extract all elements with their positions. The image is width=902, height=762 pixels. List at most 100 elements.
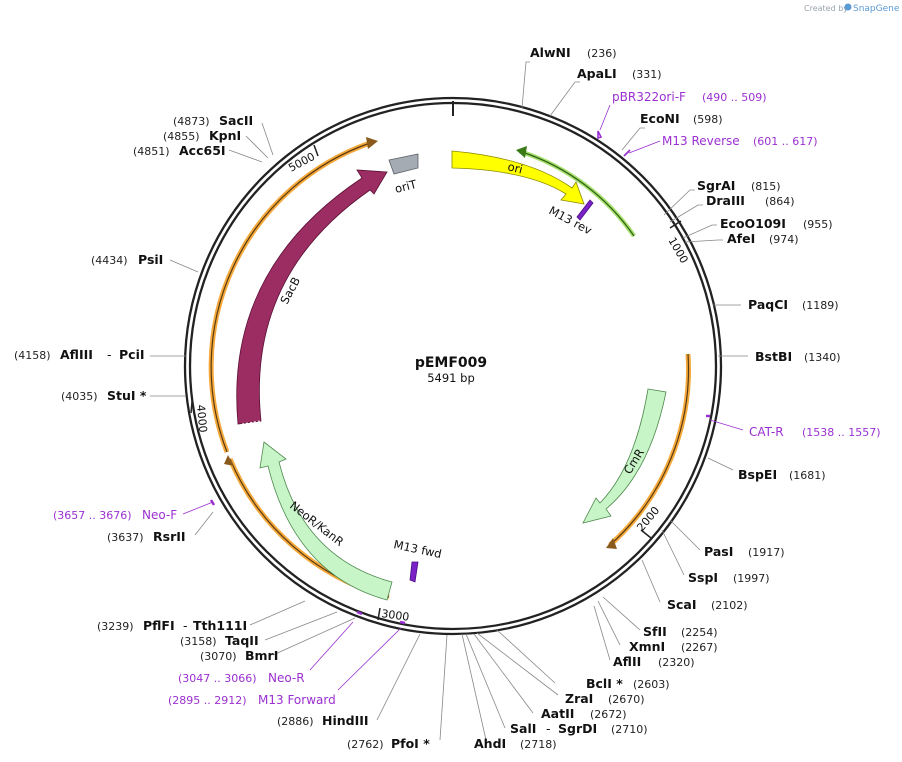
m13rev-feature[interactable] xyxy=(576,199,594,221)
site-pflfi-tth111i[interactable]: (3239) PflFI - Tth111I xyxy=(97,618,247,633)
svg-text:(4851): (4851) xyxy=(133,145,170,158)
svg-text:BmrI: BmrI xyxy=(245,648,278,663)
site-bmri[interactable]: (3070) BmrI xyxy=(200,648,278,663)
primer-pbr322ori-f[interactable]: pBR322ori-F (490 .. 509) xyxy=(612,90,767,104)
primer-cat-r[interactable]: CAT-R (1538 .. 1557) xyxy=(749,425,881,439)
primer-m13-forward[interactable]: (2895 .. 2912) M13 Forward xyxy=(168,693,336,707)
site-sfii[interactable]: SfII (2254) xyxy=(643,624,718,639)
svg-text:AflII: AflII xyxy=(613,654,641,669)
site-ahdi[interactable]: AhdI (2718) xyxy=(474,736,557,751)
svg-text:(4434): (4434) xyxy=(91,254,128,267)
svg-text:4000: 4000 xyxy=(194,404,209,433)
primer-m13reverse-marker xyxy=(623,149,631,157)
svg-text:(3070): (3070) xyxy=(200,650,237,663)
primer-m13-reverse[interactable]: M13 Reverse (601 .. 617) xyxy=(662,134,818,148)
site-pfoi[interactable]: (2762) PfoI * xyxy=(347,736,430,751)
primer-neo-f[interactable]: (3657 .. 3676) Neo-F xyxy=(53,508,177,522)
primer-leader-lines xyxy=(182,104,744,691)
svg-text:PflFI: PflFI xyxy=(143,618,175,633)
svg-text:SgrAI: SgrAI xyxy=(697,178,735,193)
orit-feature[interactable] xyxy=(388,153,419,175)
sacb-feature[interactable] xyxy=(236,169,388,425)
svg-text:(3158): (3158) xyxy=(180,635,217,648)
site-sgrai[interactable]: SgrAI (815) xyxy=(697,178,781,193)
plasmid-name: pEMF009 xyxy=(415,355,487,371)
svg-text:(3239): (3239) xyxy=(97,620,134,633)
site-stui[interactable]: (4035) StuI * xyxy=(61,388,147,403)
svg-text:pBR322ori-F: pBR322ori-F xyxy=(612,90,686,104)
site-sacii[interactable]: (4873) SacII xyxy=(173,113,253,128)
site-alwni[interactable]: AlwNI (236) xyxy=(530,45,617,60)
m13fwd-feature[interactable] xyxy=(409,561,419,583)
m13fwd-label: M13 fwd xyxy=(392,537,443,561)
svg-text:ApaLI: ApaLI xyxy=(577,66,617,81)
svg-text:CAT-R: CAT-R xyxy=(749,425,784,439)
svg-text:(2603): (2603) xyxy=(633,678,670,691)
site-afliii-2320[interactable]: AflII (2320) xyxy=(613,654,695,669)
svg-text:Tth111I: Tth111I xyxy=(193,618,247,633)
site-bspei[interactable]: BspEI (1681) xyxy=(738,467,826,482)
ori-outer-arrow-icon xyxy=(516,146,527,158)
ori-feature[interactable] xyxy=(451,150,585,205)
svg-text:(2670): (2670) xyxy=(608,693,645,706)
svg-text:PaqCI: PaqCI xyxy=(748,297,788,312)
site-sali-sgrdi[interactable]: SalI - SgrDI (2710) xyxy=(510,721,648,736)
site-taqii[interactable]: (3158) TaqII xyxy=(180,633,259,648)
site-econi[interactable]: EcoNI (598) xyxy=(640,111,723,126)
site-hindiii[interactable]: (2886) HindIII xyxy=(277,713,369,728)
svg-text:(2895 .. 2912): (2895 .. 2912) xyxy=(168,694,247,707)
site-kpni[interactable]: (4855) KpnI xyxy=(163,128,241,143)
sacb-orf-arc-core xyxy=(210,142,371,453)
svg-text:(331): (331) xyxy=(632,68,662,81)
site-pasi[interactable]: PasI (1917) xyxy=(704,544,785,559)
site-bstbi[interactable]: BstBI (1340) xyxy=(755,349,841,364)
site-afliii-pcii[interactable]: (4158) AflIII - PciI xyxy=(14,347,145,362)
site-eco0109i[interactable]: EcoO109I (955) xyxy=(720,216,833,231)
svg-text:(2320): (2320) xyxy=(658,656,695,669)
svg-text:SacII: SacII xyxy=(219,113,253,128)
credit-brand: SnapGene xyxy=(853,4,900,14)
site-xmni[interactable]: XmnI (2267) xyxy=(629,639,718,654)
svg-text:1000: 1000 xyxy=(665,235,690,266)
svg-text:(2254): (2254) xyxy=(681,626,718,639)
svg-text:BstBI: BstBI xyxy=(755,349,792,364)
svg-text:(1538 .. 1557): (1538 .. 1557) xyxy=(802,426,881,439)
svg-text:Neo-R: Neo-R xyxy=(268,671,305,685)
primer-neo-r[interactable]: (3047 .. 3066) Neo-R xyxy=(178,671,305,685)
svg-text:(598): (598) xyxy=(693,113,723,126)
site-zrai[interactable]: ZraI (2670) xyxy=(565,691,645,706)
svg-text:(1681): (1681) xyxy=(789,469,826,482)
site-draiii[interactable]: DraIII (864) xyxy=(706,193,795,208)
ori-outer-arc-core xyxy=(521,151,635,237)
svg-text:(1189): (1189) xyxy=(802,299,839,312)
svg-text:PciI: PciI xyxy=(119,347,145,362)
svg-text:ZraI: ZraI xyxy=(565,691,593,706)
svg-text:(2672): (2672) xyxy=(590,708,627,721)
svg-text:(1917): (1917) xyxy=(748,546,785,559)
svg-text:(4035): (4035) xyxy=(61,390,98,403)
svg-text:(2762): (2762) xyxy=(347,738,384,751)
credit-text: Created by xyxy=(804,4,848,13)
site-acc65i[interactable]: (4851) Acc65I xyxy=(133,143,226,158)
cmr-feature[interactable] xyxy=(582,388,667,524)
neokanr-feature[interactable] xyxy=(259,441,393,601)
svg-text:(236): (236) xyxy=(587,47,617,60)
site-paqci[interactable]: PaqCI (1189) xyxy=(748,297,839,312)
site-bcli[interactable]: BclI * (2603) xyxy=(586,676,670,691)
svg-text:(3637): (3637) xyxy=(107,531,144,544)
site-apali[interactable]: ApaLI (331) xyxy=(577,66,662,81)
svg-text:SalI: SalI xyxy=(510,721,536,736)
svg-text:M13 Forward: M13 Forward xyxy=(258,693,336,707)
site-aatii[interactable]: AatII (2672) xyxy=(541,706,627,721)
svg-text:DraIII: DraIII xyxy=(706,193,745,208)
site-psii[interactable]: (4434) PsiI xyxy=(91,252,163,267)
sacb-junction xyxy=(241,420,261,425)
site-sspi[interactable]: SspI (1997) xyxy=(688,570,770,585)
svg-text:3000: 3000 xyxy=(381,607,411,624)
site-rsrii[interactable]: (3637) RsrII xyxy=(107,529,186,544)
site-afei[interactable]: AfeI (974) xyxy=(727,231,799,246)
svg-text:(974): (974) xyxy=(769,233,799,246)
site-scai[interactable]: ScaI (2102) xyxy=(667,597,748,612)
svg-text:EcoNI: EcoNI xyxy=(640,111,680,126)
tick-4000: 4000 xyxy=(190,401,209,433)
